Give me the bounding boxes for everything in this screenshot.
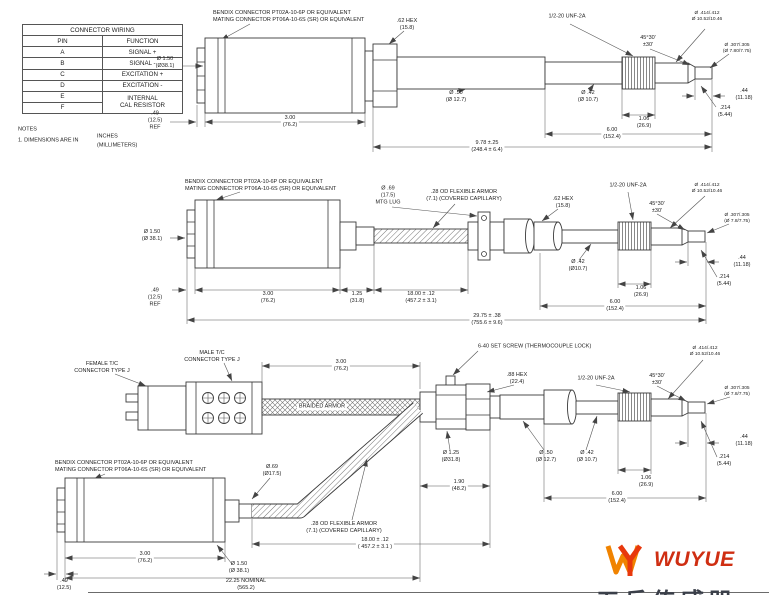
dim-label: Ø 1.50 (Ø38.1) bbox=[155, 55, 175, 69]
callout-bendix-2: BENDIX CONNECTOR PT02A-10-6P OR EQUIVALE… bbox=[185, 178, 337, 192]
dim-label: 3.00 (76.2) bbox=[135, 550, 155, 566]
dim-label: 6.00 (152.4) bbox=[604, 298, 626, 314]
dim-label: 6.00 (152.4) bbox=[606, 490, 628, 506]
wiring-header-function: FUNCTION bbox=[102, 35, 183, 48]
dim-label: 18.00 ± .12 (457.2 ± 3.1) bbox=[405, 290, 437, 304]
assembly-1 bbox=[170, 23, 730, 152]
brand-logo: WUYUE bbox=[604, 538, 735, 580]
assembly-2 bbox=[170, 191, 730, 324]
assembly-3 bbox=[44, 350, 731, 582]
wiring-table-title: CONNECTOR WIRING bbox=[22, 23, 183, 37]
brand-name: WUYUE bbox=[654, 547, 735, 571]
dim-label: 1.06 (26.9) bbox=[633, 284, 649, 298]
wiring-pin: D bbox=[22, 79, 103, 92]
note-1-units-mm: (MILLIMETERS) bbox=[97, 142, 138, 149]
dim-label: 3.00 (76.2) bbox=[260, 290, 276, 304]
dim-label: Ø .42 (Ø10.7) bbox=[568, 258, 588, 272]
dim-label: Ø.69 (Ø17.5) bbox=[262, 463, 282, 477]
dim-angle-1: 45°30' ±30' bbox=[640, 34, 656, 48]
wiring-pin: F bbox=[22, 101, 103, 115]
dim-label: Ø .50 (Ø 12.7) bbox=[535, 449, 557, 463]
dim-label: Ø 1.50 (Ø 38.1) bbox=[141, 228, 163, 242]
dim-label: Ø .307/.305 (Ø 7.8/7.75) bbox=[724, 212, 750, 224]
callout-set-screw: 6-40 SET SCREW (THERMOCOUPLE LOCK) bbox=[478, 343, 592, 350]
dim-label: 1.25 (31.8) bbox=[349, 290, 365, 304]
dim-label: .44 (11.18) bbox=[735, 433, 753, 447]
callout-armor-2: .28 OD FLEXIBLE ARMOR (7.1) (COVERED CAP… bbox=[426, 188, 502, 202]
dim-label: 29.75 ± .38 (755.6 ± 9.6) bbox=[469, 312, 505, 328]
wiring-header-pin: PIN bbox=[22, 35, 103, 48]
dim-label: .44 (11.18) bbox=[735, 87, 753, 101]
dim-label: .214 (5.44) bbox=[717, 104, 733, 118]
dim-tip-od-1: Ø .414/.412 Ø 10.52/10.46 bbox=[691, 10, 723, 22]
callout-mtg-lug: Ø .69 (17.5) MTG LUG bbox=[375, 185, 401, 206]
dim-label: Ø .50 (Ø 12.7) bbox=[445, 89, 467, 103]
callout-bendix-1: BENDIX CONNECTOR PT02A-10-6P OR EQUIVALE… bbox=[213, 9, 365, 23]
wiring-pin: A bbox=[22, 46, 103, 59]
dim-label: Ø 1.25 (Ø31.8) bbox=[441, 449, 461, 463]
callout-armor-3: .28 OD FLEXIBLE ARMOR (7.1) (COVERED CAP… bbox=[306, 520, 382, 534]
dim-label: Ø .414/.412 Ø 10.52/10.46 bbox=[689, 345, 721, 357]
partial-company-text: 五岳传感器 bbox=[596, 582, 736, 595]
wiring-pin: C bbox=[22, 68, 103, 81]
dim-label: 22.25 NOMINAL (565.2) bbox=[225, 577, 267, 591]
callout-thread-3: 1/2-20 UNF-2A bbox=[577, 375, 615, 382]
wiring-row: F bbox=[22, 101, 183, 115]
dim-label: 3.00 (76.2) bbox=[280, 114, 300, 130]
dim-label: 9.78 ±.25 (248.4 ± 6.4) bbox=[469, 139, 505, 155]
dim-label: 18.00 ± .12 ( 457.2 ± 3.1 ) bbox=[355, 536, 395, 552]
wiring-function: INTERNAL CAL RESISTOR bbox=[102, 90, 183, 115]
dim-label: 1.06 (26.9) bbox=[638, 474, 654, 488]
dim-label: 1.90 (48.2) bbox=[449, 478, 469, 494]
dim-label: .44 (11.18) bbox=[733, 254, 751, 268]
callout-female-tc: FEMALE T/C CONNECTOR TYPE J bbox=[74, 360, 130, 374]
dim-label: 45°30' ±30' bbox=[649, 200, 665, 214]
dim-tip2-od-1: Ø .307/.305 (Ø 7.80/7.75) bbox=[722, 42, 752, 54]
note-1-units: INCHES bbox=[97, 133, 118, 140]
wiring-pin: E bbox=[22, 90, 103, 103]
callout-thread-2: 1/2-20 UNF-2A bbox=[609, 182, 647, 189]
brand-logo-mark bbox=[605, 544, 643, 576]
dim-label: Ø .414/.412 Ø 10.52/10.46 bbox=[691, 182, 723, 194]
notes-heading: NOTES bbox=[18, 126, 37, 133]
dim-label: .214 (5.44) bbox=[716, 273, 732, 287]
dim-label: 6.00 (152.4) bbox=[601, 126, 623, 142]
dim-label: .49 (12.5) REF bbox=[147, 287, 163, 308]
dim-label: Ø .42 (Ø 10.7) bbox=[577, 89, 599, 103]
dim-label: .214 (5.44) bbox=[716, 453, 732, 467]
dim-label: Ø 1.50 (Ø 38.1) bbox=[228, 560, 250, 574]
callout-hex-3: .88 HEX (22.4) bbox=[506, 371, 528, 385]
dim-label: 45°30' ±30' bbox=[649, 372, 665, 386]
dim-label: 3.00 (76.2) bbox=[331, 358, 351, 374]
callout-hex-2: .62 HEX (15.8) bbox=[552, 195, 574, 209]
dim-label: Ø .307/.305 (Ø 7.8/7.75) bbox=[724, 385, 750, 397]
wiring-pin: B bbox=[22, 57, 103, 70]
callout-bendix-3: BENDIX CONNECTOR PT02A-10-6P OR EQUIVALE… bbox=[55, 459, 207, 473]
wiring-function: EXCITATION + bbox=[102, 68, 183, 81]
wiring-function: EXCITATION - bbox=[102, 79, 183, 92]
dim-label: .49 (12.5) REF bbox=[147, 110, 163, 131]
dim-label: Ø .42 (Ø 10.7) bbox=[576, 449, 598, 463]
dim-label: .49 (12.5) bbox=[56, 577, 72, 591]
callout-hex-1: .62 HEX (15.8) bbox=[396, 17, 418, 31]
callout-male-tc: MALE T/C CONNECTOR TYPE J bbox=[184, 349, 240, 363]
note-1: 1. DIMENSIONS ARE IN bbox=[18, 137, 79, 144]
callout-thread-1: 1/2-20 UNF-2A bbox=[548, 13, 586, 20]
dim-label: 1.06 (26.9) bbox=[636, 115, 652, 129]
callout-braided-armor: BRAIDED ARMOR bbox=[296, 403, 348, 411]
